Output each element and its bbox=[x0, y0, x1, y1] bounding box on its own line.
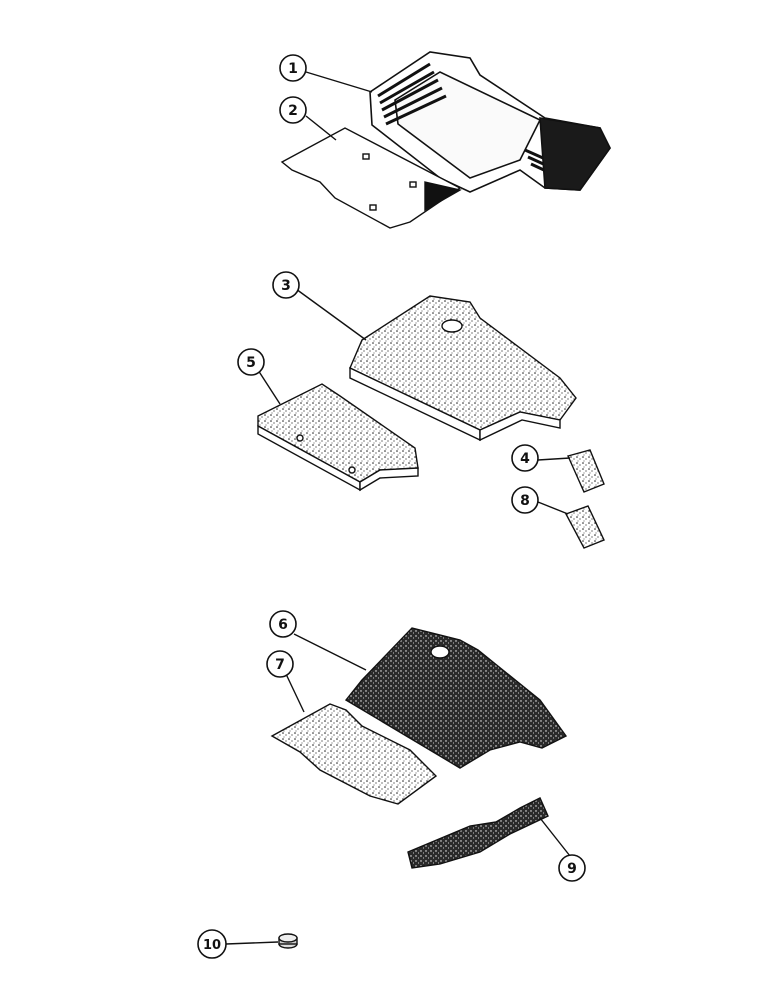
part-5-pad bbox=[257, 383, 419, 492]
callout-5: 5 bbox=[237, 348, 265, 376]
part-1-floor-frame bbox=[369, 51, 611, 193]
callout-2-label: 2 bbox=[288, 103, 298, 119]
part-10-grommet bbox=[278, 933, 298, 949]
callout-7-label: 7 bbox=[275, 657, 285, 673]
callout-1: 1 bbox=[279, 54, 307, 82]
callout-4-label: 4 bbox=[520, 451, 530, 467]
callout-9-label: 9 bbox=[567, 861, 577, 877]
callout-6-label: 6 bbox=[278, 617, 288, 633]
part-6-dark-mat bbox=[344, 627, 568, 769]
callout-8-label: 8 bbox=[520, 493, 530, 509]
callout-9: 9 bbox=[558, 854, 586, 882]
callout-2: 2 bbox=[279, 96, 307, 124]
callout-4: 4 bbox=[511, 444, 539, 472]
leader-lines bbox=[225, 71, 571, 945]
callout-3: 3 bbox=[272, 271, 300, 299]
part-4-small-pad bbox=[567, 449, 605, 493]
callout-1-label: 1 bbox=[288, 61, 298, 77]
callout-10: 10 bbox=[197, 929, 227, 959]
callout-5-label: 5 bbox=[246, 355, 256, 371]
callout-3-label: 3 bbox=[281, 278, 291, 294]
callout-6: 6 bbox=[269, 610, 297, 638]
part-7-mat bbox=[270, 703, 438, 805]
part-8-small-pad bbox=[565, 505, 605, 549]
callout-8: 8 bbox=[511, 486, 539, 514]
callout-7: 7 bbox=[266, 650, 294, 678]
part-3-insulation-pad bbox=[349, 295, 577, 442]
callout-10-label: 10 bbox=[203, 938, 221, 953]
part-9-strip bbox=[407, 797, 549, 869]
part-2-mat bbox=[280, 127, 462, 229]
